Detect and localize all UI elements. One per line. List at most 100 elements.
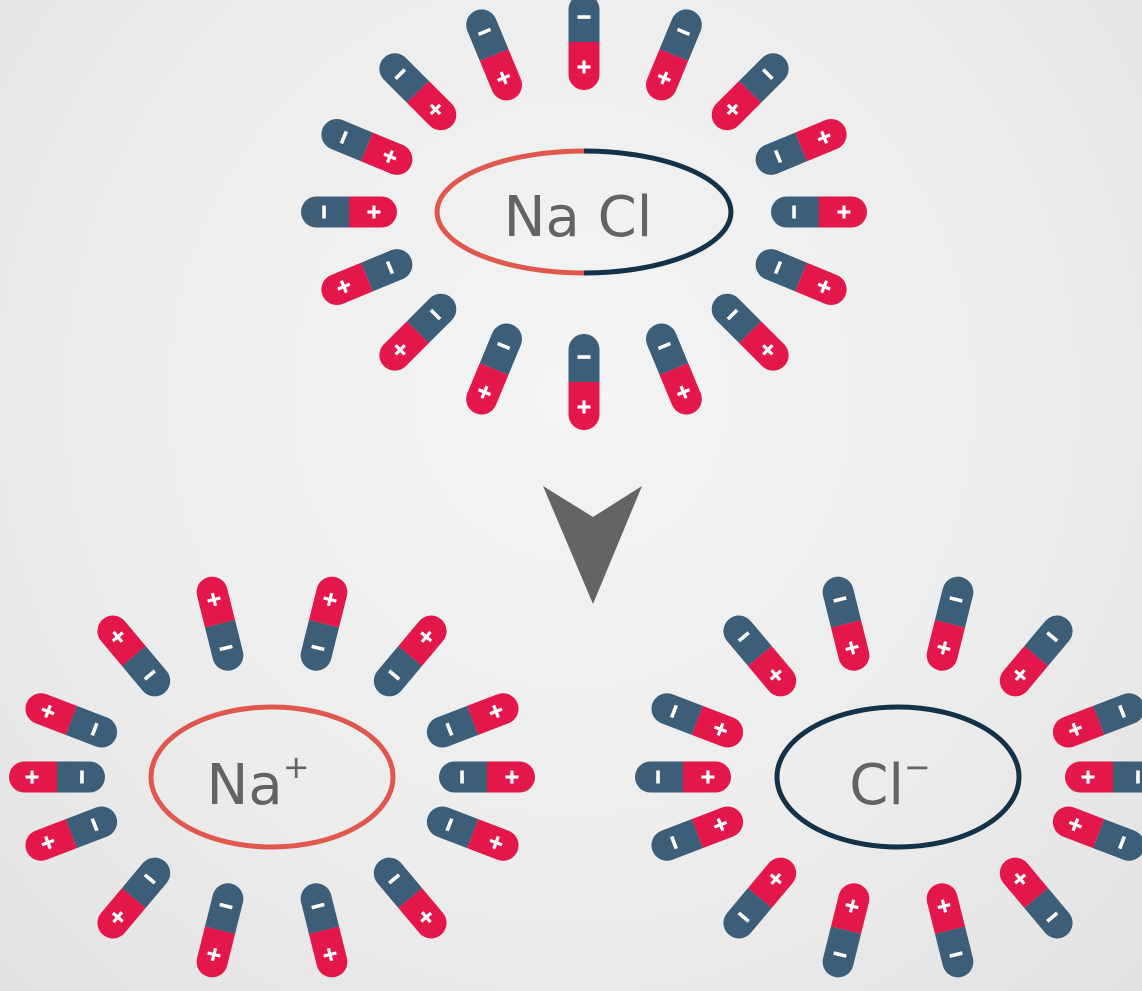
salt-dipole-charge-signs [394,308,442,356]
chloride-dipole-charge-signs [937,596,963,655]
sodium-dipole-inner-pole [65,705,118,748]
sodium-dipole-charge-signs [460,770,519,784]
chloride-dipole-charge-signs [1068,818,1127,850]
chloride-dipole-outer-pole [1093,819,1142,861]
salt-dipole-charge-signs [339,130,397,164]
sodium-dipole-charge-signs [445,704,503,737]
sodium-dipole-inner-pole [121,645,171,697]
chloride-cluster: Cl− [635,576,1142,978]
sodium-water-dipole [373,615,447,697]
salt-water-dipole [771,196,867,228]
salt-ring-sodium-half [434,148,585,276]
chloride-water-dipole [926,576,974,671]
salt-dipole-inner-pole [406,293,457,344]
salt-water-dipole [711,293,789,371]
salt-water-dipole [466,9,523,101]
chloride-water-dipole [1052,806,1142,861]
salt-dipole-inner-pole [711,293,762,344]
sodium-water-shell [9,576,535,978]
salt-dipole-outer-pole [568,0,600,42]
chloride-dipole-charge-signs [1068,704,1127,736]
salt-dipole-charge-signs [773,130,831,164]
chloride-water-dipole [635,761,731,793]
salt-dipole-charge-signs [726,68,774,116]
sodium-water-dipole [25,806,118,861]
chloride-dipole-charge-signs [833,899,859,958]
salt-dipole-inner-pole [755,249,808,292]
chloride-dipole-charge-signs [669,818,728,850]
chloride-ion-ring [774,704,1022,850]
salt-water-dipole [568,334,600,430]
sodium-dipole-charge-signs [111,630,156,681]
sodium-water-dipole [300,883,348,978]
salt-water-dipole [755,119,847,175]
chloride-dipole-outer-pole [1093,693,1142,735]
salt-dipole-charge-signs [394,68,442,116]
salt-dipole-outer-pole [321,119,373,162]
sodium-dipole-charge-signs [25,770,84,784]
sodium-water-dipole [426,806,519,861]
salt-label: Na Cl [504,185,653,250]
chloride-dipole-charge-signs [1014,631,1059,682]
salt-water-dipole [755,249,847,305]
chloride-dipole-outer-pole [934,926,974,978]
salt-dipole-inner-pole [645,323,689,375]
chloride-dipole-outer-pole [822,576,862,628]
chloride-dipole-outer-pole [934,576,974,628]
sodium-dipole-charge-signs [388,630,433,681]
salt-water-dipole [301,196,397,228]
chloride-water-dipole [651,806,744,861]
salt-water-dipole [711,53,789,131]
salt-water-dipole [466,323,523,415]
salt-dipole-outer-pole [379,53,429,103]
sodium-dipole-inner-pole [373,857,423,909]
sodium-dipole-inner-pole [121,857,171,909]
chloride-water-dipole [822,883,870,978]
salt-dipole-charge-signs [657,341,691,399]
salt-water-dipole [321,119,413,175]
chloride-dipole-outer-pole [1024,888,1073,939]
salt-dipole-charge-signs [792,205,851,219]
sodium-dipole-charge-signs [41,704,99,737]
salt-dipole-charge-signs [337,260,395,294]
sodium-dipole-charge-signs [41,817,99,850]
sodium-dipole-inner-pole [65,806,118,849]
chloride-dipole-charge-signs [737,872,782,923]
sodium-water-dipole [426,693,519,748]
sodium-water-dipole [439,761,535,793]
chloride-dipole-charge-signs [1014,872,1059,923]
salt-dipole-inner-pole [479,323,523,375]
salt-dipole-outer-pole [466,9,509,61]
sodium-dipole-inner-pole [426,705,479,748]
sodium-water-dipole [97,857,171,939]
chloride-symbol: Cl [849,753,904,818]
sodium-dipole-charge-signs [207,902,233,962]
chloride-dipole-charge-signs [737,631,782,682]
chloride-dipole-charge-signs [833,596,859,655]
sodium-dipole-inner-pole [204,883,244,935]
chloride-dipole-outer-pole [651,819,703,861]
sodium-symbol: Na [206,753,282,818]
sodium-dipole-charge-signs [111,873,156,924]
chloride-water-dipole [926,883,974,978]
sodium-dipole-inner-pole [204,619,244,671]
sodium-water-dipole [9,761,105,793]
salt-water-dipole [645,9,702,101]
chloride-water-dipole [723,615,797,697]
sodium-water-dipole [97,615,171,697]
sodium-dipole-charge-signs [445,817,503,850]
salt-water-dipole [645,323,702,415]
salt-dipole-charge-signs [773,260,831,294]
salt-dipole-charge-signs [577,355,591,414]
chloride-water-dipole [999,615,1073,697]
salt-water-dipole [568,0,600,90]
chloride-dipole-charge-signs [656,770,715,784]
salt-dipole-inner-pole [360,249,413,292]
sodium-water-dipole [373,857,447,939]
chloride-water-dipole [822,576,870,671]
chloride-dipole-outer-pole [822,926,862,978]
chloride-charge: − [904,748,931,786]
salt-dipole-inner-pole [755,132,808,175]
